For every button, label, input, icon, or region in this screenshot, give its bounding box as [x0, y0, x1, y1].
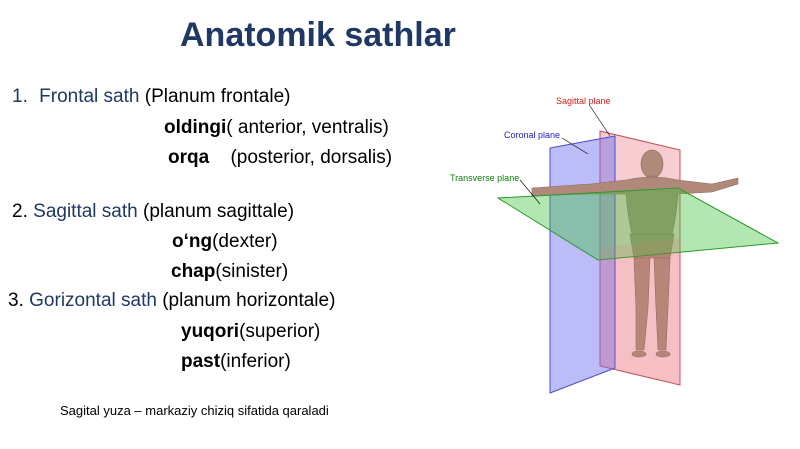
- sagittal-plane-front: [600, 238, 680, 385]
- human-body: [531, 149, 739, 358]
- term-detail: (sinister): [215, 261, 289, 282]
- term-word: oldingi: [164, 117, 227, 138]
- term-detail: ( anterior, ventralis): [226, 117, 389, 138]
- transverse-leader: [519, 179, 541, 205]
- transverse-plane-label: Transverse plane: [450, 173, 519, 183]
- term-superior: yuqori(superior): [181, 321, 320, 343]
- heading-number: 2.: [12, 201, 28, 222]
- term-word: chap: [171, 261, 216, 282]
- transverse-plane: [496, 187, 780, 261]
- footnote: Sagital yuza – markaziy chiziq sifatida …: [60, 403, 329, 418]
- heading-name: Gorizontal sath: [29, 290, 157, 311]
- heading-frontal: 1. Frontal sath (Planum frontale): [12, 86, 290, 108]
- term-right: o‘ng(dexter): [172, 231, 278, 253]
- heading-sagittal: 2. Sagittal sath (planum sagittale): [12, 201, 294, 223]
- term-detail: (inferior): [220, 351, 291, 372]
- term-left: chap(sinister): [171, 261, 288, 283]
- anatomical-planes-figure: Sagittal plane Coronal plane Transverse …: [450, 96, 780, 394]
- term-detail: (dexter): [212, 231, 278, 252]
- term-word: yuqori: [181, 321, 240, 342]
- coronal-plane-label: Coronal plane: [504, 130, 560, 140]
- heading-name: Frontal sath: [39, 86, 140, 107]
- term-detail: (superior): [239, 321, 321, 342]
- heading-latin: (planum sagittale): [143, 201, 295, 222]
- term-word: o‘ng: [172, 231, 213, 252]
- coronal-leader: [561, 137, 589, 155]
- heading-number: 1.: [12, 86, 28, 107]
- coronal-plane: [549, 135, 616, 394]
- term-word: orqa: [168, 147, 210, 168]
- heading-latin: (planum horizontale): [162, 290, 336, 311]
- term-posterior: orqa (posterior, dorsalis): [168, 147, 392, 169]
- heading-horizontal: 3. Gorizontal sath (planum horizontale): [8, 290, 335, 312]
- heading-name: Sagittal sath: [33, 201, 138, 222]
- term-detail: (posterior, dorsalis): [230, 147, 393, 168]
- term-inferior: past(inferior): [181, 351, 291, 373]
- slide-title: Anatomik sathlar: [180, 16, 456, 54]
- sagittal-leader: [589, 105, 611, 137]
- sagittal-plane-label: Sagittal plane: [556, 96, 611, 106]
- heading-number: 3.: [8, 290, 24, 311]
- term-anterior: oldingi( anterior, ventralis): [164, 117, 389, 139]
- heading-latin: (Planum frontale): [144, 86, 291, 107]
- term-word: past: [181, 351, 221, 372]
